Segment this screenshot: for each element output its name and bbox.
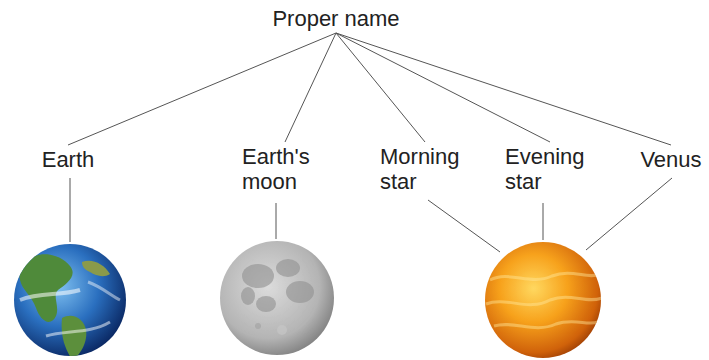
venus-picture	[485, 242, 602, 358]
connector-line	[285, 33, 336, 142]
leader-line	[586, 178, 672, 250]
name-term: Morning star	[377, 142, 473, 196]
connector-line	[336, 33, 671, 145]
moon-picture	[220, 241, 334, 355]
connector-line	[336, 33, 550, 142]
leader-line	[70, 178, 71, 242]
term-text: Evening star	[505, 144, 595, 194]
term-text: Venus	[640, 147, 701, 172]
connector-line	[68, 33, 336, 145]
name-term: Venus	[637, 145, 704, 174]
name-term: Earth's moon	[239, 142, 331, 196]
leader-line	[543, 203, 544, 240]
term-text: Earth's moon	[242, 144, 328, 194]
root-term: Proper name	[269, 4, 402, 33]
name-term: Evening star	[502, 142, 598, 196]
leader-line	[276, 203, 277, 239]
term-text: Earth	[42, 147, 95, 172]
connector-line	[336, 33, 425, 142]
leader-line	[428, 200, 500, 252]
leader-lines	[70, 178, 672, 252]
term-text: Morning star	[380, 144, 470, 194]
name-term: Earth	[39, 145, 98, 174]
term-text: Proper name	[272, 6, 399, 31]
earth-picture	[14, 244, 126, 360]
